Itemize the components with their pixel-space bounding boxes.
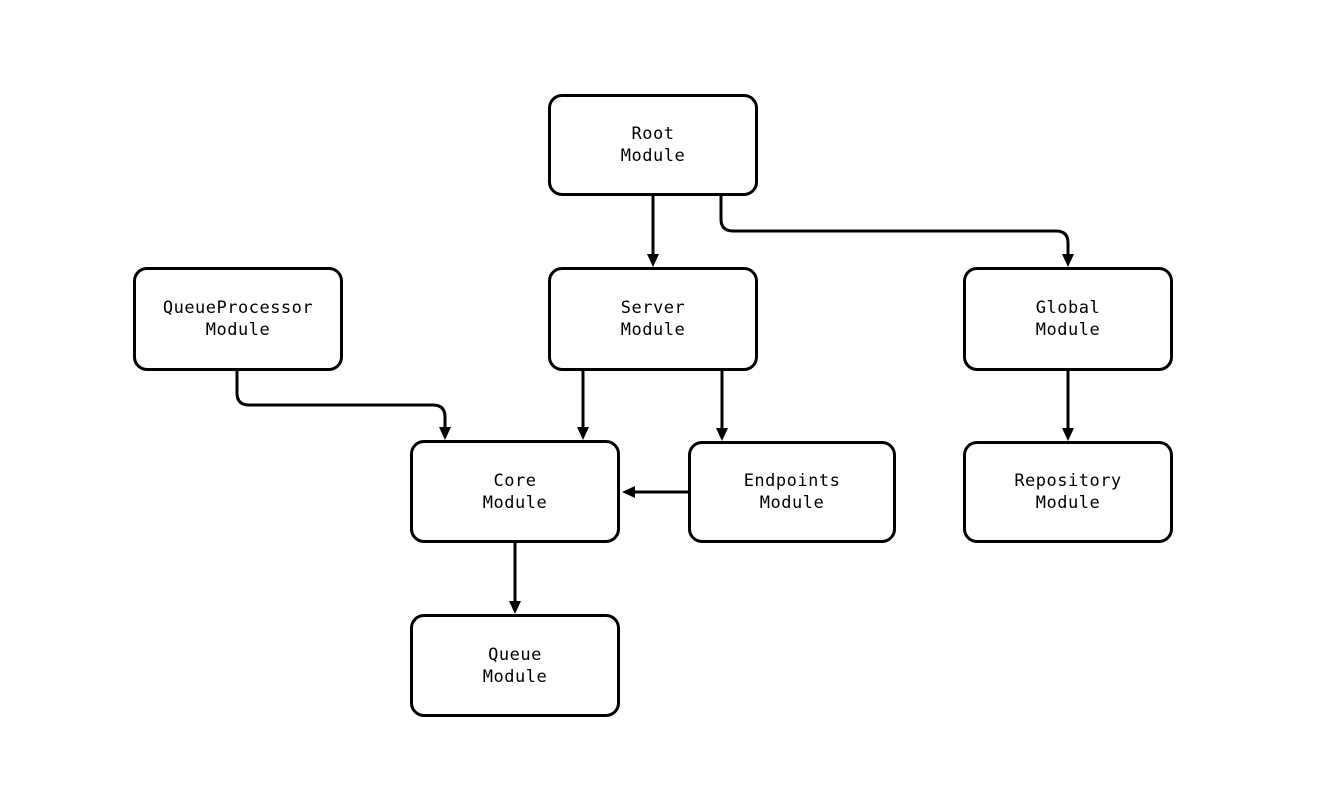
- node-global-module[interactable]: Global Module: [963, 267, 1173, 371]
- node-core-module[interactable]: Core Module: [410, 440, 620, 543]
- node-label-global: Global Module: [1035, 298, 1101, 340]
- node-queue-module[interactable]: Queue Module: [410, 614, 620, 717]
- node-label-repository: Repository Module: [1014, 471, 1122, 513]
- node-label-queue: Queue Module: [482, 644, 548, 687]
- edge-queueprocessor-to-core: [235, 371, 451, 440]
- node-label-server: Server Module: [620, 298, 686, 340]
- node-label-endpoints: Endpoints Module: [743, 471, 841, 513]
- node-server-module[interactable]: Server Module: [548, 267, 758, 371]
- node-root-module[interactable]: Root Module: [548, 94, 758, 196]
- node-label-core: Core Module: [482, 470, 548, 513]
- node-endpoints-module[interactable]: Endpoints Module: [688, 441, 896, 543]
- edge-paths: [235, 196, 1074, 614]
- node-repository-module[interactable]: Repository Module: [963, 441, 1173, 543]
- node-label-queueprocessor: QueueProcessor Module: [162, 298, 314, 340]
- edge-root-to-global: [719, 196, 1074, 267]
- node-queueprocessor-module[interactable]: QueueProcessor Module: [133, 267, 343, 371]
- node-label-root: Root Module: [620, 124, 686, 166]
